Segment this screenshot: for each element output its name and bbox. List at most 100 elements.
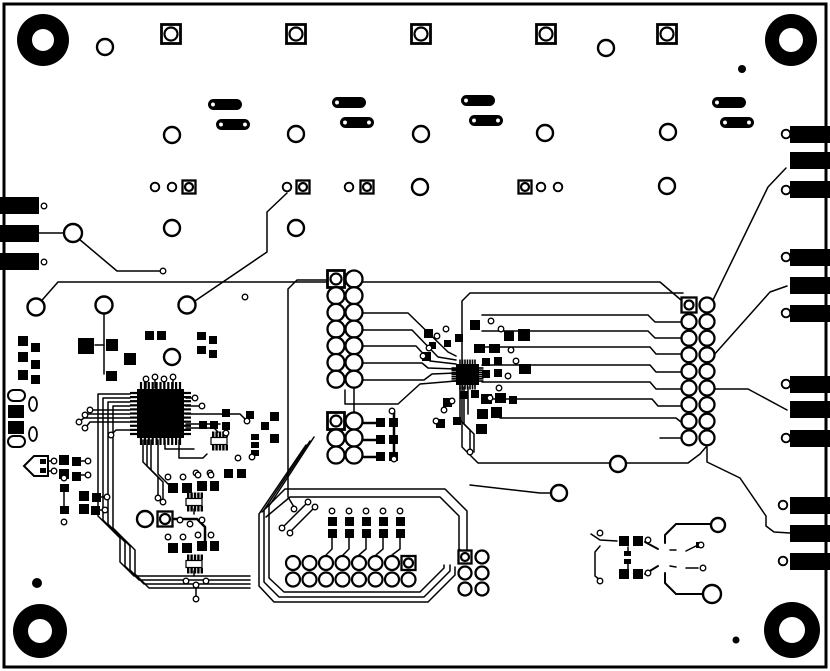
smd-pad (31, 375, 40, 384)
jumper-hole (494, 117, 502, 124)
via (142, 375, 150, 383)
smd-pad (429, 342, 436, 349)
header-pin-bottom-header (383, 554, 401, 572)
smd-pad (8, 405, 24, 418)
header-pin-bottom-header (350, 571, 368, 588)
smd-pad (60, 506, 69, 514)
header-pin-right-header (680, 346, 698, 364)
jumper-hole (470, 117, 478, 124)
ic-pin (459, 359, 461, 364)
via (86, 406, 94, 414)
ic-pin (461, 385, 464, 390)
via (243, 417, 251, 425)
plated-hole (410, 177, 430, 197)
small-part-pin (187, 492, 190, 498)
mounting-hole-drill (779, 617, 805, 643)
trace (287, 279, 331, 508)
smd-pad (59, 455, 69, 465)
square-pin-hole-hole (158, 512, 172, 526)
small-plated-hole (780, 307, 792, 319)
plated-hole (162, 218, 182, 238)
smd-pad (504, 331, 514, 341)
small-part-pin (200, 506, 203, 512)
square-pin-hole-hole (538, 26, 554, 42)
small-plated-hole (780, 432, 792, 444)
small-part-pin (197, 568, 200, 574)
ic-pin (130, 412, 137, 415)
header-pin-center-header-lower (326, 445, 346, 465)
small-part-pin (218, 431, 222, 437)
smd-pad (79, 504, 89, 514)
plated-hole (95, 37, 115, 57)
trace (268, 436, 445, 593)
ic-body-u2 (456, 364, 479, 385)
smd-pad (210, 481, 219, 491)
smd-pad (624, 559, 631, 564)
trace (185, 413, 247, 421)
ic-pin (175, 382, 178, 389)
via (81, 411, 89, 419)
ic-pin (184, 428, 191, 431)
via (84, 471, 92, 479)
ic-pin (151, 438, 154, 445)
small-part-pin (190, 492, 193, 498)
smd-pad (270, 412, 279, 421)
smd-pad (443, 398, 452, 407)
smd-pad (436, 419, 445, 428)
smd-pad (106, 339, 118, 351)
small-plated-hole (780, 251, 792, 263)
via (442, 325, 450, 333)
ic-pin (451, 378, 456, 380)
edge-pad-left (0, 225, 39, 242)
smd-pad (270, 434, 279, 443)
header-pin-right-header (680, 362, 698, 381)
ic-pin (130, 404, 137, 407)
connector-oval-pad (7, 435, 26, 448)
smd-pad (78, 338, 94, 354)
ic-pin (184, 408, 191, 411)
header-pin-center-header-lower (344, 428, 364, 448)
header-pin-right-header (680, 412, 698, 430)
smd-pad (470, 320, 480, 330)
header-pin-center-header-upper (326, 319, 346, 339)
edge-pad-right (790, 401, 830, 418)
trace (706, 446, 791, 534)
smd-pad (18, 336, 28, 346)
trace (261, 488, 468, 551)
edge-pad-right (790, 525, 830, 542)
small-part-pin (193, 492, 197, 498)
smd-pad (396, 529, 405, 538)
ic-pin (461, 359, 464, 364)
trace (344, 380, 457, 405)
smd-pad (362, 529, 371, 538)
trace (191, 192, 288, 304)
smd-pad (476, 424, 487, 434)
smd-pad (379, 517, 388, 526)
via (176, 516, 184, 524)
header-pin-center-header-upper (344, 369, 364, 389)
trace (712, 388, 788, 411)
small-part-body (185, 559, 203, 569)
smd-pad (79, 491, 89, 501)
small-plated-hole (780, 378, 792, 390)
header-pin-aux-grid (474, 549, 490, 565)
trace (178, 439, 208, 459)
header-pin-center-header-upper (344, 302, 364, 323)
header-pin-center-header-upper (326, 336, 346, 356)
smd-pad (197, 332, 206, 340)
via (234, 454, 242, 462)
ic-pin (464, 385, 466, 390)
oval-ring-pad (28, 396, 38, 412)
plated-hole (162, 347, 182, 367)
ic-pin (451, 369, 456, 371)
plated-hole (94, 295, 114, 315)
mounting-hole-drill (32, 29, 54, 51)
small-part-pin (215, 431, 218, 437)
header-pin-bottom-header (383, 571, 401, 588)
small-part-pin (193, 568, 197, 574)
smd-pad (477, 409, 488, 419)
header-pin-bottom-header (400, 571, 417, 588)
ic-pin (479, 371, 484, 374)
header-pin-aux-grid (457, 565, 473, 581)
ic-pin (151, 382, 154, 389)
